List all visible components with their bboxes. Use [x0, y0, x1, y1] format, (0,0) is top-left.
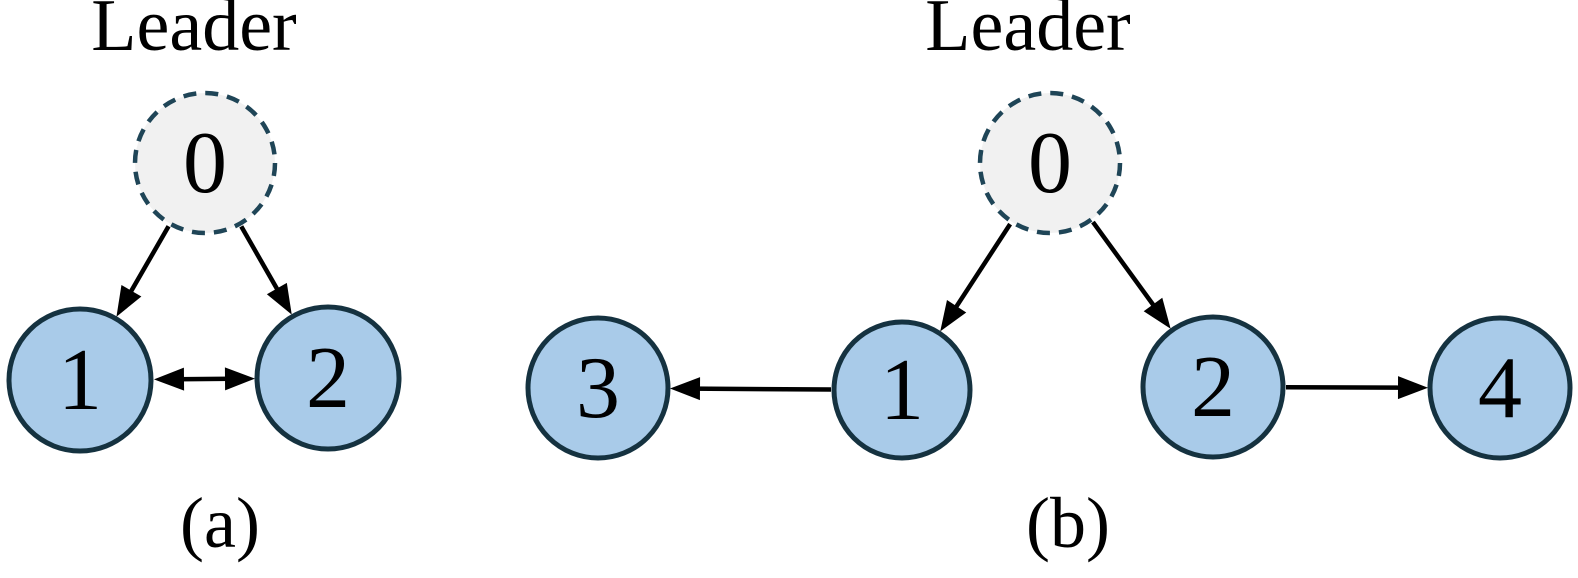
arrowhead-to-3 — [669, 377, 701, 401]
edge-1-3 — [691, 386, 832, 392]
follower-node-circle-2 — [254, 304, 402, 452]
leader-node-circle-0 — [132, 90, 278, 236]
arrowhead-to-1 — [153, 367, 185, 391]
arrowhead-to-1 — [116, 285, 142, 317]
arrowhead-to-1 — [940, 299, 967, 332]
node-label-2: 2 — [1191, 339, 1235, 436]
arrowhead-to-2 — [1143, 297, 1171, 329]
follower-node-circle-3 — [525, 315, 671, 461]
diagram-a: 0 1 2 — [6, 90, 402, 454]
edge-0-2 — [1091, 220, 1160, 313]
node-label-0: 0 — [1028, 115, 1072, 212]
node-label-2: 2 — [306, 330, 350, 427]
node-label-1: 1 — [880, 342, 924, 439]
diagram-b: 0 1 2 3 4 — [525, 90, 1573, 461]
node-label-4: 4 — [1478, 340, 1522, 437]
edge-0-1 — [950, 222, 1013, 315]
leader-title-b: Leader — [925, 0, 1131, 67]
edge-0-2 — [239, 225, 283, 297]
leader-title-a: Leader — [91, 0, 297, 67]
node-label-0: 0 — [183, 115, 227, 212]
caption-b: (b) — [1026, 483, 1110, 563]
edge-0-1 — [125, 225, 171, 299]
leader-node-circle-0 — [977, 90, 1123, 236]
caption-a: (a) — [180, 483, 260, 563]
follower-node-circle-1 — [6, 306, 154, 454]
follower-node-circle-2 — [1140, 314, 1286, 460]
follower-node-circle-4 — [1427, 315, 1573, 461]
arrowhead-to-2 — [224, 367, 256, 391]
node-label-1: 1 — [58, 332, 102, 429]
arrowhead-to-4 — [1397, 376, 1429, 400]
follower-node-circle-1 — [831, 319, 973, 461]
arrowhead-to-2 — [266, 282, 292, 315]
node-label-3: 3 — [576, 340, 620, 437]
